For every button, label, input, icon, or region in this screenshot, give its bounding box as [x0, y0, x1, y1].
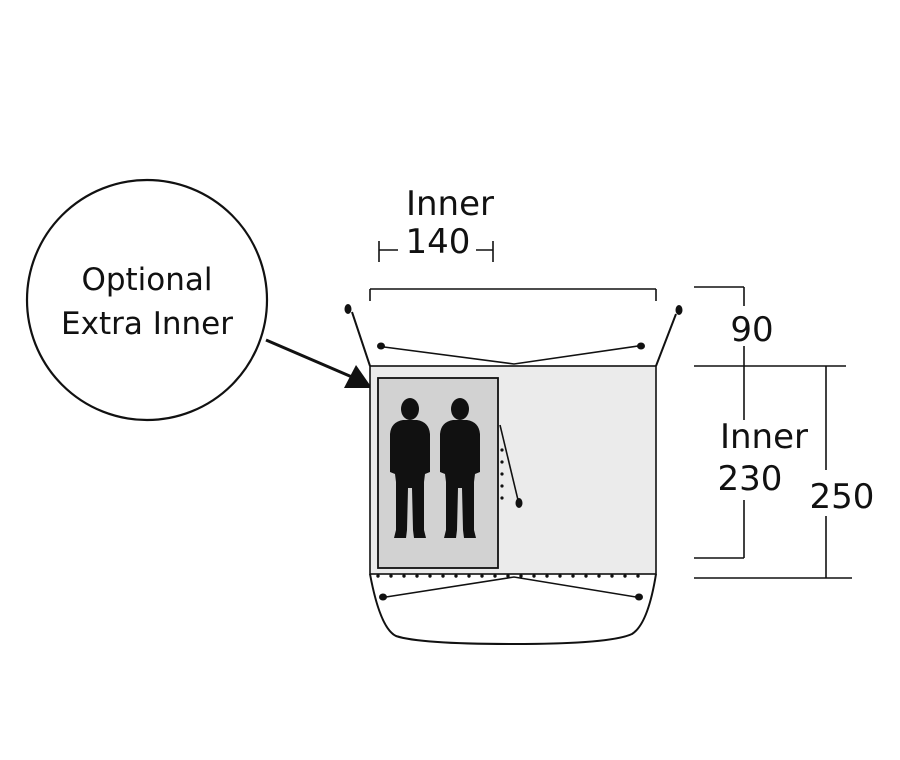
dotted-line-dot: [467, 574, 471, 578]
dotted-line-dot: [402, 574, 406, 578]
dotted-line-dot: [571, 574, 575, 578]
dotted-line-dot: [454, 574, 458, 578]
dotted-line-dot: [545, 574, 549, 578]
dotted-line-dot: [428, 574, 432, 578]
callout-arrow: [265, 338, 372, 388]
callout-circle: [25, 178, 269, 422]
front-porch: [344, 304, 683, 367]
dotted-line-dot: [480, 574, 484, 578]
callout-line-2: Extra Inner: [61, 306, 233, 342]
dotted-line-dot: [506, 574, 510, 578]
rear-porch: [369, 573, 657, 646]
dotted-line-dot: [389, 574, 393, 578]
inner-depth-label: Inner: [720, 417, 808, 457]
dotted-line-dot: [636, 574, 640, 578]
dotted-line-dot: [610, 574, 614, 578]
dotted-line-dot: [519, 574, 523, 578]
person-silhouette-icon: [440, 398, 480, 538]
inner-depth-value: 230: [718, 459, 783, 499]
dotted-line-dot: [584, 574, 588, 578]
porch-depth-value: 90: [730, 310, 773, 350]
inner-door-zip: [499, 424, 523, 508]
dotted-line-dot: [415, 574, 419, 578]
person-silhouette-icon: [390, 398, 430, 538]
overall-width-bracket: [369, 288, 657, 301]
right-dimension-lines: [694, 286, 852, 579]
rear-door-dotted-line: [376, 574, 640, 578]
dotted-line-dot: [441, 574, 445, 578]
top-dimension-label: Inner: [406, 184, 494, 224]
dotted-line-dot: [376, 574, 380, 578]
dotted-line-dot: [532, 574, 536, 578]
total-depth-value: 250: [810, 477, 875, 517]
top-dimension-value: 140: [406, 222, 471, 262]
callout-line-1: Optional: [81, 262, 212, 298]
dotted-line-dot: [493, 574, 497, 578]
dotted-line-dot: [597, 574, 601, 578]
inner-width-bracket: [378, 241, 494, 262]
dotted-line-dot: [623, 574, 627, 578]
dotted-line-dot: [558, 574, 562, 578]
